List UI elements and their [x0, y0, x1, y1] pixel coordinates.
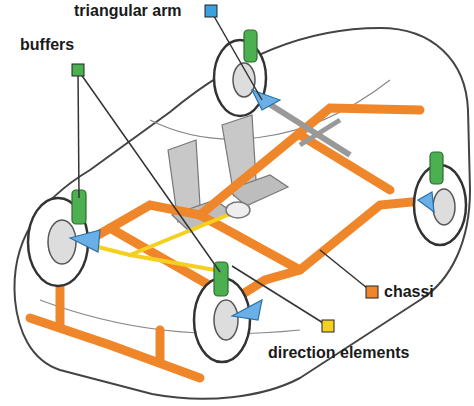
buffer	[430, 152, 443, 184]
triangular-arm	[70, 230, 100, 252]
steering-wheel	[226, 202, 250, 218]
wheel-hub	[433, 189, 455, 225]
chassis-strut	[156, 330, 165, 360]
chassis-rail	[72, 108, 420, 250]
wheels	[28, 40, 466, 362]
label-marker	[205, 5, 217, 17]
label-marker	[322, 320, 334, 332]
triangular-arm	[252, 90, 280, 110]
chassis-crossmember	[300, 135, 390, 190]
chassis-crossmember	[200, 215, 300, 270]
chassis-strut	[56, 285, 65, 325]
body-line	[40, 300, 300, 334]
wheel	[214, 40, 266, 116]
label-marker	[72, 64, 84, 76]
steering-rod	[90, 245, 215, 270]
part-label: chassi	[384, 283, 434, 301]
part-label: direction elements	[268, 344, 409, 362]
car-body	[14, 28, 470, 399]
leader-line	[78, 70, 79, 198]
triangular-arm	[418, 192, 434, 212]
front-bumper-bar	[30, 318, 200, 378]
label-marker	[366, 286, 378, 298]
leader-line	[320, 250, 372, 292]
buffer	[244, 30, 257, 62]
part-label: triangular arm	[74, 2, 182, 20]
leader-lines	[78, 11, 372, 326]
drive-shaft	[300, 120, 340, 145]
triangular-arm	[232, 300, 262, 320]
leader-line	[232, 266, 328, 326]
buffers	[72, 30, 443, 296]
leader-line	[78, 70, 220, 272]
leader-line	[211, 11, 262, 100]
wheel-hub	[48, 220, 76, 264]
triangular-arms	[70, 90, 434, 320]
wheel-hub	[214, 300, 238, 340]
part-label: buffers	[20, 36, 74, 54]
chassis-frame	[30, 108, 432, 378]
